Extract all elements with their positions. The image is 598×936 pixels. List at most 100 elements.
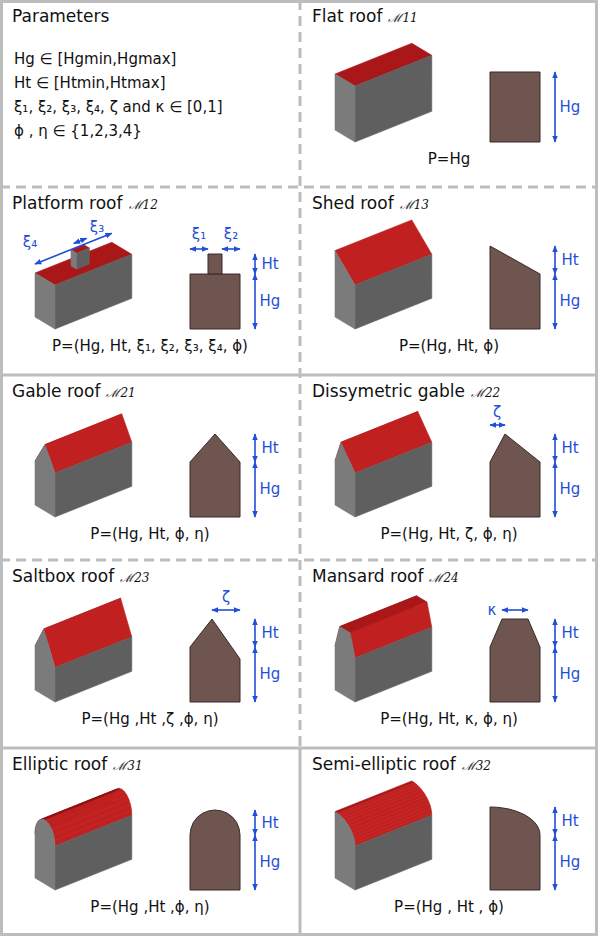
roof-profile [190,274,240,329]
dimension-label: ξ₄ [23,233,37,251]
model-code: ℳ23 [120,571,149,585]
parameter-range: ξ₁, ξ₂, ξ₃, ξ₄, ζ and κ ∈ [0,1] [14,98,223,116]
roof-illustration [335,220,555,329]
wall-face [55,442,132,517]
parameter-formula: P=(Hg ,Ht ,ϕ, η) [0,898,300,916]
profile-2d [490,246,540,329]
wall-face [355,442,432,517]
roof-profile [190,434,240,517]
dimension-arrow [254,619,256,647]
panel-header: Mansard roofℳ24 [312,566,459,586]
panel-title: Parameters [12,6,109,26]
panel-title: Semi-elliptic roof [312,754,456,774]
end-wall-face [335,442,355,517]
dimension-arrow [554,619,556,647]
roof-illustration [335,596,555,702]
dimension-label: Ht [261,814,278,832]
house-3d [335,596,432,702]
end-wall-face [35,629,55,702]
roof-panel: Shed roofℳ13P=(Hg, Ht, ϕ) [300,187,598,375]
model-code: ℳ24 [429,571,458,585]
parameter-formula: P=(Hg, Ht, ϕ, η) [0,525,300,543]
model-code: ℳ12 [129,198,158,212]
profile-2d [490,434,540,517]
parameter-range: ϕ , η ∈ {1,2,3,4} [14,122,142,140]
parameter-panel: ParametersHg ∈ [Hgmin,Hgmax]Ht ∈ [Htmin,… [0,0,300,187]
house-3d [35,788,132,890]
roof-panel: Flat roofℳ11P=Hg [300,0,598,187]
panel-title: Flat roof [312,6,382,26]
end-wall-face [71,250,77,269]
dimension-label: ζ [222,588,230,606]
roof-profile [490,619,540,702]
dimension-label: ξ₂ [224,225,238,243]
dimension-label: Hg [260,665,281,683]
roof-profile [490,807,540,890]
roof-panel: Semi-elliptic roofℳ32P=(Hg , Ht , ϕ) [300,748,598,936]
dimension-label: Hg [560,98,581,116]
panel-divider [299,748,302,936]
panel-header: Shed roofℳ13 [312,193,429,213]
roof-illustration [35,233,255,329]
dimension-arrow [490,424,505,426]
parameter-formula: P=(Hg , Ht , ϕ) [300,898,598,916]
house-3d [35,242,132,329]
dimension-arrow [554,462,556,517]
dimension-arrow [554,647,556,702]
profile-2d [490,72,540,142]
parameter-formula: P=(Hg, Ht, ζ, ϕ, η) [300,525,598,543]
dimension-label: Ht [261,624,278,642]
dimension-arrow [502,609,528,611]
roof-profile [490,434,540,517]
roof-profile [190,810,240,890]
dimension-label: Hg [560,292,581,310]
panel-title: Saltbox roof [12,566,114,586]
dimension-arrow [554,835,556,890]
wall-face [77,248,90,269]
dimension-label: ξ₃ [90,218,104,236]
roof-panel: Elliptic roofℳ31P=(Hg ,Ht ,ϕ, η) [0,748,300,936]
roof-illustration [335,412,555,518]
dimension-arrow [554,246,556,274]
dimension-arrow [254,835,256,890]
dimension-label: Ht [261,439,278,457]
dimension-label: Hg [560,665,581,683]
end-wall-face [335,251,355,329]
parameter-formula: P=(Hg, Ht, κ, ϕ, η) [300,710,598,728]
roof-profile [490,72,540,142]
dimension-arrow [554,274,556,329]
panel-title: Dissymetric gable [312,381,465,401]
dimension-arrow [554,72,556,142]
house-3d [335,43,432,142]
dimension-label: κ [488,601,497,619]
dimension-arrow [254,647,256,702]
parameter-formula: P=Hg [300,150,598,168]
profile-2d [190,434,240,517]
wall-face [55,254,132,329]
panel-header: Platform roofℳ12 [12,193,158,213]
roof-profile [190,619,240,702]
end-wall-face [335,812,355,890]
dimension-label: Hg [560,480,581,498]
dimension-label: Hg [560,853,581,871]
panel-header: Semi-elliptic roofℳ32 [312,754,491,774]
panel-title: Shed roof [312,193,394,213]
roof-illustration [335,781,555,890]
dimension-label: Ht [561,251,578,269]
model-code: ℳ21 [106,386,135,400]
end-wall-face [35,819,55,890]
dimension-arrow [554,807,556,835]
wall-face [355,815,432,890]
panel-divider [299,0,302,748]
panel-header: Flat roofℳ11 [312,6,418,26]
dimension-arrow [222,248,240,250]
roof-panel: Mansard roofℳ24P=(Hg, Ht, κ, ϕ, η) [300,560,598,748]
end-wall-face [35,273,55,329]
dimension-label: Ht [561,624,578,642]
roof-illustration [35,598,255,702]
dimension-arrow [254,462,256,517]
wall-face [355,627,432,702]
wall-face [55,637,132,702]
